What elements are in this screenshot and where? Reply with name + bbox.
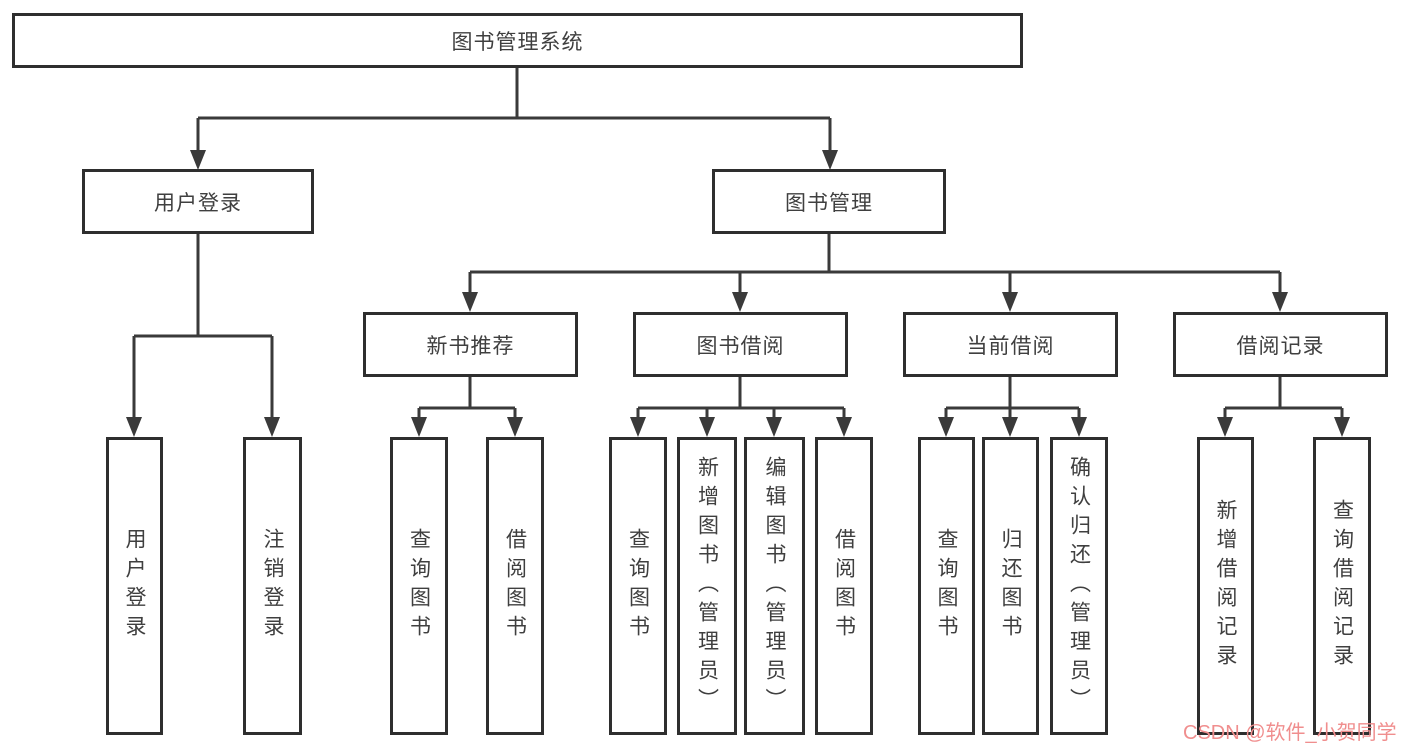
node-new-book-recommend: 新书推荐 — [363, 312, 578, 377]
leaf-edit-book-admin: 编辑图书（管理员） — [744, 437, 805, 735]
node-current-borrow: 当前借阅 — [903, 312, 1118, 377]
node-borrow-record: 借阅记录 — [1173, 312, 1388, 377]
arrowheads — [126, 150, 1350, 437]
leaf-query-borrow-record: 查询借阅记录 — [1313, 437, 1371, 735]
leaf-confirm-return-admin: 确认归还（管理员） — [1050, 437, 1108, 735]
leaf-recommend-query-book: 查询图书 — [390, 437, 448, 735]
leaf-borrow-borrow-book: 借阅图书 — [815, 437, 873, 735]
leaf-user-login: 用户登录 — [106, 437, 163, 735]
leaf-add-borrow-record: 新增借阅记录 — [1197, 437, 1254, 735]
node-user-login: 用户登录 — [82, 169, 314, 234]
leaf-return-book: 归还图书 — [982, 437, 1039, 735]
leaf-current-query-book: 查询图书 — [918, 437, 975, 735]
leaf-add-book-admin: 新增图书（管理员） — [677, 437, 737, 735]
csdn-watermark: CSDN @软件_小贺同学 — [1183, 722, 1397, 744]
node-book-borrow: 图书借阅 — [633, 312, 848, 377]
leaf-logout: 注销登录 — [243, 437, 302, 735]
leaf-borrow-query-book: 查询图书 — [609, 437, 667, 735]
node-system-root: 图书管理系统 — [12, 13, 1023, 68]
leaf-recommend-borrow-book: 借阅图书 — [486, 437, 544, 735]
node-book-management: 图书管理 — [712, 169, 946, 234]
